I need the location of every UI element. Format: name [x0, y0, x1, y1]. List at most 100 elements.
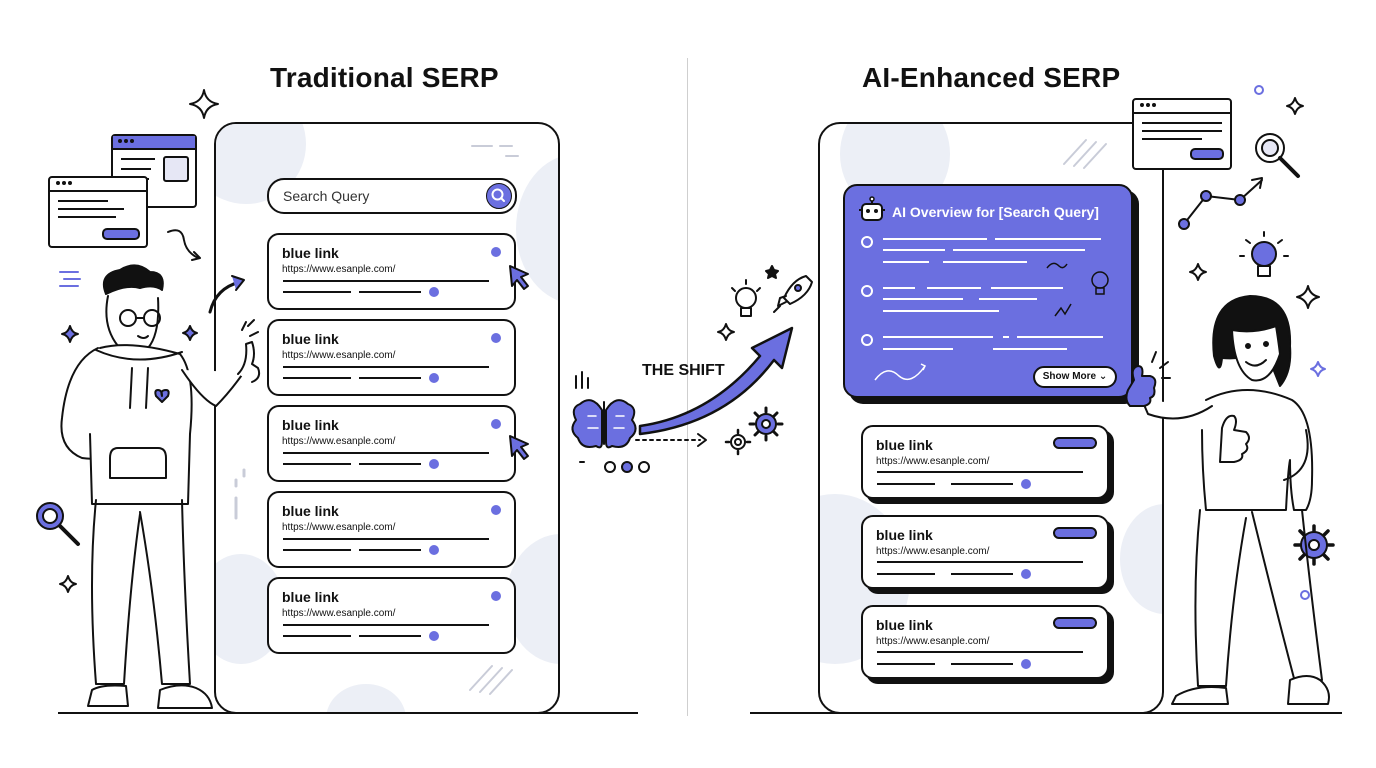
heart-icon: [154, 389, 170, 403]
sparkle-icon: [1310, 361, 1326, 377]
snippet-line: [283, 549, 351, 551]
result-url: https://www.esanple.com/: [282, 350, 396, 361]
result-indicator-dot: [429, 373, 439, 383]
snippet-line: [283, 280, 489, 282]
result-title-link[interactable]: blue link: [876, 437, 933, 453]
search-icon: [491, 188, 505, 202]
snippet-line: [877, 573, 935, 575]
search-button[interactable]: [486, 183, 512, 209]
result-indicator-dot: [429, 631, 439, 641]
sparkle-icon: [61, 325, 79, 343]
sparkle-icon: [59, 575, 77, 593]
bullet-point: [861, 236, 873, 248]
magnifier-icon: [36, 502, 80, 546]
man-character: [60, 264, 261, 709]
doodle-decoration: [874, 262, 1109, 381]
result-card[interactable]: blue link https://www.esanple.com/: [861, 515, 1109, 589]
sparkle-icon: [765, 265, 779, 279]
result-card[interactable]: blue link https://www.esanple.com/: [267, 491, 516, 568]
snippet-line: [951, 663, 1013, 665]
result-indicator-dot: [491, 247, 501, 257]
bullet-point: [861, 285, 873, 297]
dot-icon: [1254, 85, 1264, 95]
search-bar[interactable]: Search Query: [267, 178, 517, 214]
result-indicator-dot: [491, 591, 501, 601]
result-indicator-dot: [491, 505, 501, 515]
snippet-line: [951, 483, 1013, 485]
snippet-line: [359, 549, 421, 551]
result-card[interactable]: blue link https://www.esanple.com/: [861, 605, 1109, 679]
result-indicator-dot: [491, 419, 501, 429]
bullet-point: [861, 334, 873, 346]
result-tag-pill: [1053, 527, 1097, 539]
result-card[interactable]: blue link https://www.esanple.com/: [267, 577, 516, 654]
result-url: https://www.esanple.com/: [876, 636, 990, 647]
growth-chart-icon: [1178, 177, 1263, 230]
snippet-line: [359, 635, 421, 637]
result-indicator-dot: [429, 545, 439, 555]
shift-label: THE SHIFT: [642, 362, 725, 379]
rocket-icon: [773, 275, 813, 313]
result-title-link[interactable]: blue link: [282, 503, 339, 519]
center-divider: [687, 58, 688, 716]
result-card[interactable]: blue link https://www.esanple.com/: [267, 233, 516, 310]
snippet-line: [951, 573, 1013, 575]
lightbulb-icon: [1239, 231, 1289, 277]
snippet-line: [877, 663, 935, 665]
result-title-link[interactable]: blue link: [282, 331, 339, 347]
gear-icon: [724, 428, 752, 456]
result-title-link[interactable]: blue link: [876, 617, 933, 633]
result-card[interactable]: blue link https://www.esanple.com/: [267, 405, 516, 482]
curved-arrow-icon: [167, 229, 199, 259]
snippet-line: [359, 463, 421, 465]
snippet-line: [283, 366, 489, 368]
result-card[interactable]: blue link https://www.esanple.com/: [267, 319, 516, 396]
sparkle-icon: [1296, 285, 1320, 309]
result-url: https://www.esanple.com/: [282, 436, 396, 447]
snippet-line: [283, 291, 351, 293]
result-title-link[interactable]: blue link: [282, 589, 339, 605]
gear-icon: [1293, 524, 1335, 566]
snippet-line: [877, 561, 1083, 563]
snippet-line: [359, 377, 421, 379]
result-tag-pill: [1053, 437, 1097, 449]
lightbulb-icon: [731, 279, 761, 317]
snippet-line: [283, 538, 489, 540]
result-indicator-dot: [491, 333, 501, 343]
snippet-line: [283, 463, 351, 465]
snippet-line: [877, 651, 1083, 653]
snippet-line: [283, 635, 351, 637]
dot-icon: [1300, 590, 1310, 600]
result-indicator-dot: [1021, 659, 1031, 669]
menu-icon: [59, 271, 81, 287]
ai-overview-card[interactable]: AI Overview for [Search Query] Show More…: [843, 184, 1133, 398]
snippet-line: [359, 291, 421, 293]
result-title-link[interactable]: blue link: [876, 527, 933, 543]
magnifier-icon: [1255, 133, 1300, 178]
result-card[interactable]: blue link https://www.esanple.com/: [861, 425, 1109, 499]
result-indicator-dot: [429, 287, 439, 297]
browser-window-icon: [48, 176, 148, 248]
ai-overview-heading: AI Overview for [Search Query]: [892, 204, 1099, 220]
show-more-button[interactable]: Show More ⌄: [1033, 366, 1117, 388]
result-indicator-dot: [1021, 569, 1031, 579]
result-url: https://www.esanple.com/: [282, 522, 396, 533]
result-url: https://www.esanple.com/: [282, 264, 396, 275]
cursor-icon: [509, 265, 529, 290]
result-title-link[interactable]: blue link: [282, 417, 339, 433]
sparkle-icon: [717, 323, 735, 341]
result-url: https://www.esanple.com/: [876, 456, 990, 467]
result-url: https://www.esanple.com/: [282, 608, 396, 619]
result-indicator-dot: [429, 459, 439, 469]
progress-dots-icon: [579, 461, 650, 473]
woman-character: [1125, 295, 1330, 705]
cursor-icon: [509, 435, 529, 460]
result-title-link[interactable]: blue link: [282, 245, 339, 261]
sparkle-icon: [1286, 97, 1304, 115]
result-url: https://www.esanple.com/: [876, 546, 990, 557]
shift-arrow-icon: [638, 326, 794, 436]
search-input[interactable]: Search Query: [283, 188, 370, 204]
snippet-line: [283, 377, 351, 379]
sparkle-icon: [189, 89, 219, 119]
result-indicator-dot: [1021, 479, 1031, 489]
